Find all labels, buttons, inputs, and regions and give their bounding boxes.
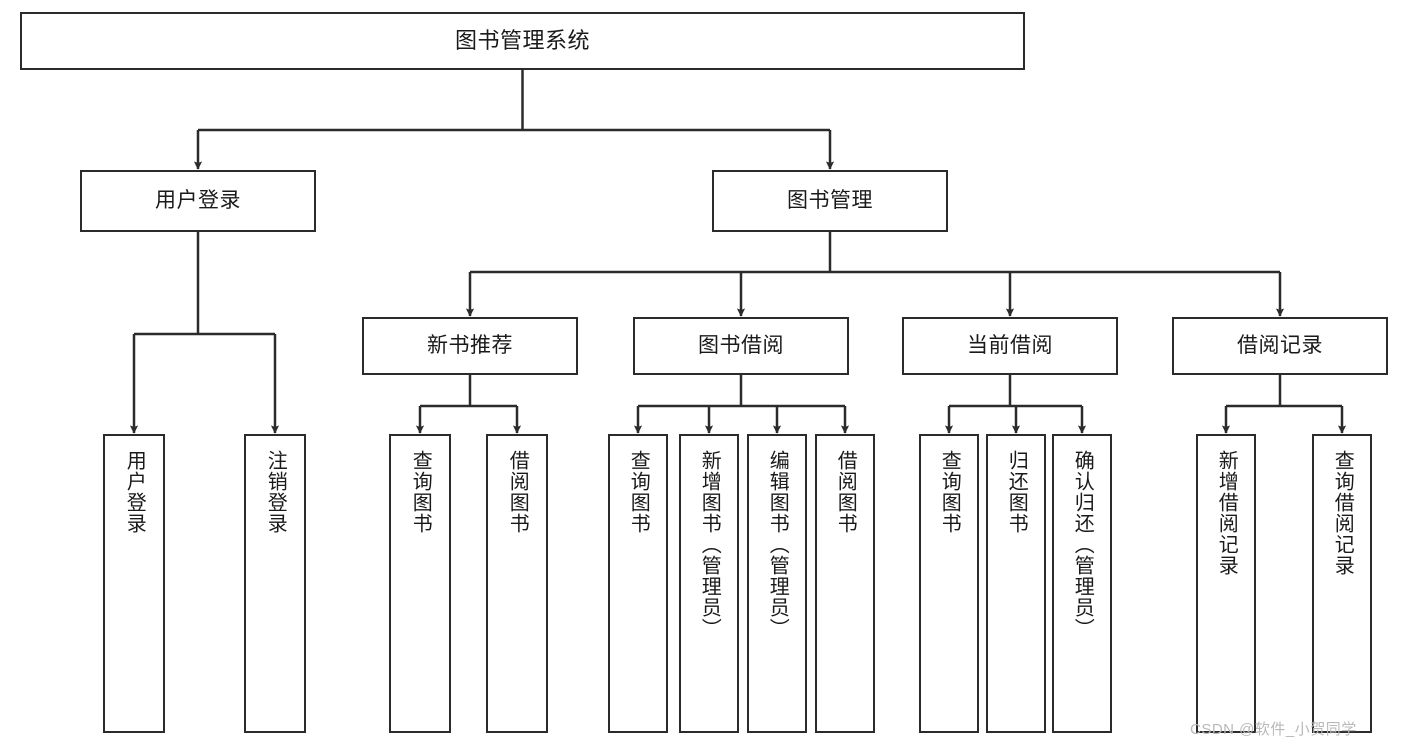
node-leaf-borrow-book-1[interactable]: 借阅图书	[486, 434, 548, 733]
node-leaf-add-record[interactable]: 新增借阅记录	[1196, 434, 1256, 733]
node-root[interactable]: 图书管理系统	[20, 12, 1025, 70]
node-book-borrow[interactable]: 图书借阅	[633, 317, 849, 375]
node-label: 归还图书	[1005, 450, 1028, 534]
watermark-text: CSDN @软件_小贺同学	[1190, 721, 1357, 738]
node-label: 借阅图书	[506, 450, 529, 534]
node-label: 借阅记录	[1237, 334, 1323, 358]
node-leaf-query-book-2[interactable]: 查询图书	[608, 434, 668, 733]
node-leaf-logout[interactable]: 注销登录	[244, 434, 306, 733]
node-label: 新增图书（管理员）	[698, 450, 721, 639]
node-label: 查询图书	[627, 450, 650, 534]
node-label: 编辑图书（管理员）	[766, 450, 789, 639]
node-label: 图书管理	[787, 189, 873, 213]
node-leaf-add-book[interactable]: 新增图书（管理员）	[679, 434, 739, 733]
node-label: 新增借阅记录	[1215, 450, 1238, 576]
node-leaf-user-login[interactable]: 用户登录	[103, 434, 165, 733]
node-new-book-rec[interactable]: 新书推荐	[362, 317, 578, 375]
node-label: 查询借阅记录	[1331, 450, 1354, 576]
node-leaf-borrow-book-2[interactable]: 借阅图书	[815, 434, 875, 733]
node-label: 用户登录	[123, 450, 146, 534]
node-user-login[interactable]: 用户登录	[80, 170, 316, 232]
node-label: 新书推荐	[427, 334, 513, 358]
node-label: 查询图书	[938, 450, 961, 534]
node-leaf-query-book-1[interactable]: 查询图书	[389, 434, 451, 733]
node-label: 当前借阅	[967, 334, 1053, 358]
node-leaf-query-book-3[interactable]: 查询图书	[919, 434, 979, 733]
node-label: 查询图书	[409, 450, 432, 534]
node-leaf-edit-book[interactable]: 编辑图书（管理员）	[747, 434, 807, 733]
node-label: 用户登录	[155, 189, 241, 213]
node-label: 图书借阅	[698, 334, 784, 358]
node-current-borrow[interactable]: 当前借阅	[902, 317, 1118, 375]
node-leaf-return-book[interactable]: 归还图书	[986, 434, 1046, 733]
node-label: 图书管理系统	[454, 27, 590, 53]
node-borrow-record[interactable]: 借阅记录	[1172, 317, 1388, 375]
node-leaf-confirm-return[interactable]: 确认归还（管理员）	[1052, 434, 1112, 733]
edge-group	[129, 70, 1347, 434]
node-label: 注销登录	[264, 450, 287, 534]
node-label: 确认归还（管理员）	[1071, 450, 1094, 639]
node-leaf-query-record[interactable]: 查询借阅记录	[1312, 434, 1372, 733]
node-label: 借阅图书	[834, 450, 857, 534]
node-book-manage[interactable]: 图书管理	[712, 170, 948, 232]
